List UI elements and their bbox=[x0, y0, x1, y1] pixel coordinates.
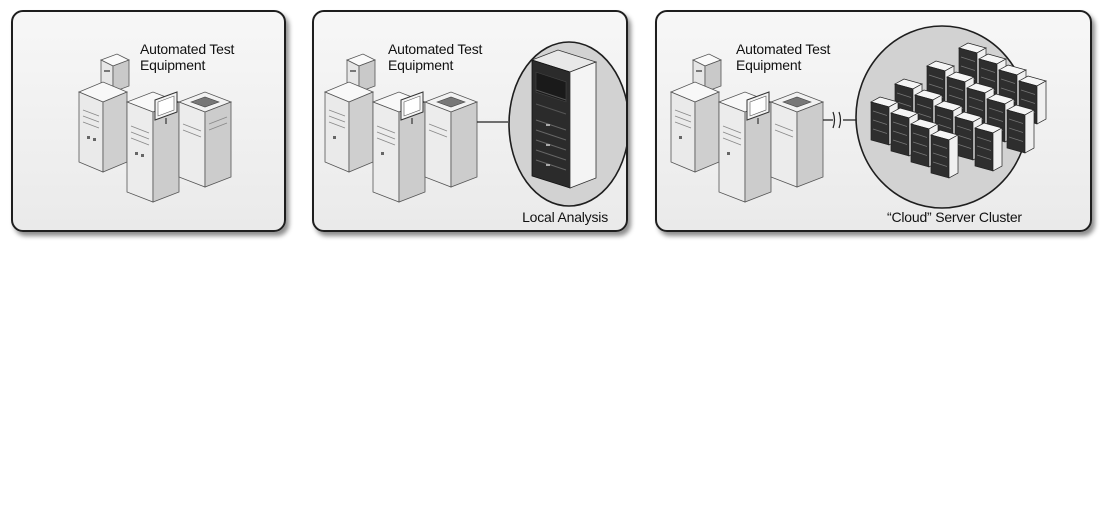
ate-equipment-icon bbox=[669, 53, 825, 203]
panel-ate-only: Automated Test Equipment bbox=[11, 10, 286, 232]
local-analysis-illustration bbox=[323, 41, 626, 207]
ate-equipment-icon bbox=[323, 53, 479, 203]
cloud-cluster-illustration bbox=[669, 25, 1047, 209]
ate-label: Automated Test Equipment bbox=[388, 41, 483, 73]
panel-local-analysis: Automated Test Equipment Local Analysis bbox=[312, 10, 628, 232]
panel-cloud-cluster: Automated Test Equipment “Cloud” Server … bbox=[655, 10, 1092, 232]
ate-illustration bbox=[77, 53, 233, 203]
ate-equipment-icon bbox=[77, 53, 233, 203]
server-cluster-icon bbox=[870, 42, 1047, 179]
remote-connection-line bbox=[823, 111, 857, 129]
ate-label: Automated Test Equipment bbox=[140, 41, 235, 73]
local-analysis-caption: Local Analysis bbox=[522, 209, 608, 225]
ate-label: Automated Test Equipment bbox=[736, 41, 831, 73]
cloud-cluster-caption: “Cloud” Server Cluster bbox=[887, 209, 1022, 225]
server-rack-icon bbox=[530, 49, 598, 189]
